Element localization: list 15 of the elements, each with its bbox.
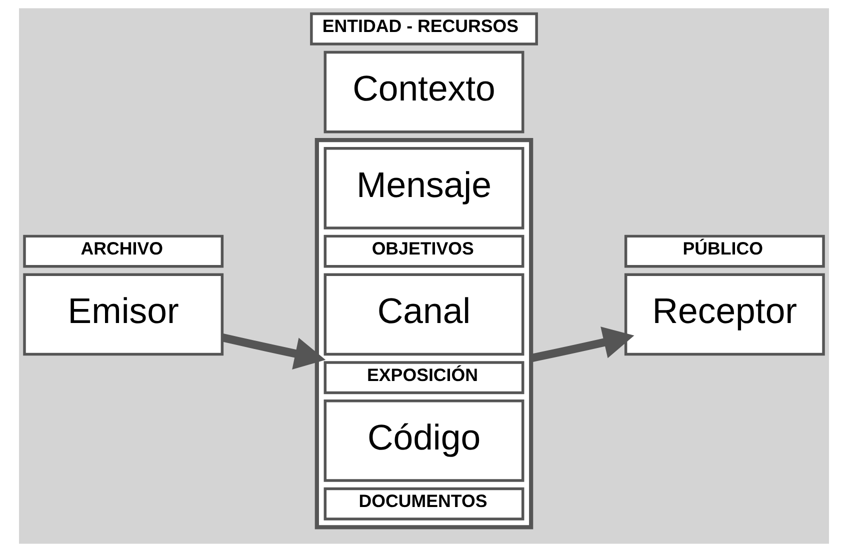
node-box: Emisor (23, 273, 224, 356)
node-box: Mensaje (324, 146, 524, 230)
arrow (222, 334, 326, 370)
arrow (530, 326, 634, 362)
node-box: ENTIDAD - RECURSOS (310, 12, 538, 46)
node-box: OBJETIVOS (324, 234, 524, 268)
node-box: Código (324, 400, 524, 482)
node-box: Contexto (324, 50, 524, 134)
node-box: DOCUMENTOS (324, 487, 524, 520)
node-box: Receptor (624, 273, 825, 356)
node-box: Canal (324, 273, 524, 356)
node-box: ARCHIVO (23, 234, 224, 268)
node-box: EXPOSICIÓN (324, 361, 524, 394)
node-box: PÚBLICO (624, 234, 825, 268)
cluster (314, 138, 534, 530)
